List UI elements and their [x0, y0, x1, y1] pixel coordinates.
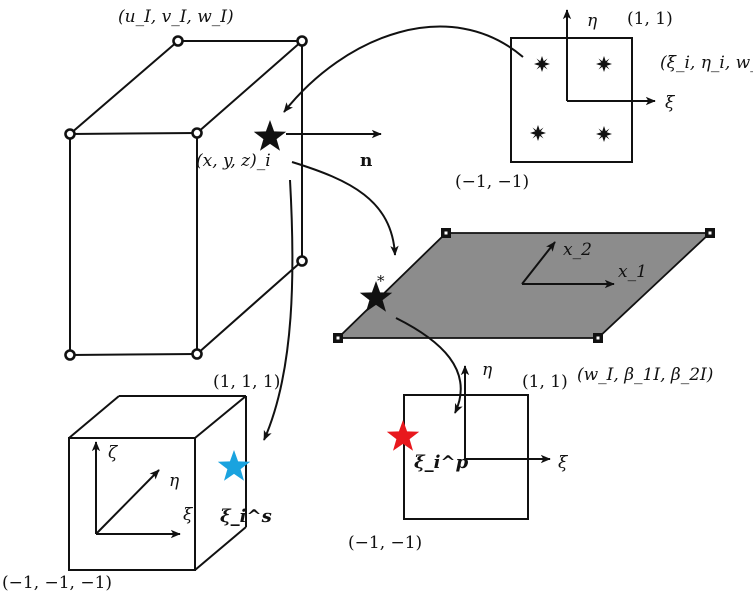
gauss-xi-label: ξ [665, 93, 676, 113]
normal-label: n [360, 151, 372, 171]
solid-node-marker [191, 348, 203, 360]
solid-edge [196, 260, 303, 355]
solid-to-plate-arrow [291, 161, 399, 256]
solid-node-marker [64, 349, 76, 361]
gauss-minus-label: (−1, −1) [455, 172, 529, 192]
param-one-label: (1, 1) [522, 372, 568, 392]
gauss-weights-label: (ξ_i, η_i, w_i) [660, 53, 753, 73]
integration-point-star-icon [253, 120, 287, 151]
solid-node-marker [296, 255, 308, 267]
blue-star-icon [217, 450, 251, 481]
param-point-label: ξ_i^p [414, 452, 469, 473]
cube-xi-label: ξ [183, 505, 194, 525]
reference-cube [68, 395, 247, 571]
cube-point-label: ξ_i^s [220, 506, 272, 527]
param-minus-label: (−1, −1) [348, 533, 422, 553]
cube-edge [194, 395, 247, 439]
parametric-square [403, 365, 551, 520]
top-node-label: (u_I, v_I, w_I) [118, 7, 234, 27]
gauss-point-starburst-icon [534, 56, 550, 72]
plate-point-star-icon [359, 281, 393, 312]
plate-x2-axis [521, 241, 556, 285]
solid-edge [196, 40, 303, 134]
cube-minus-label: (−1, −1, −1) [2, 573, 112, 593]
plate-x1-label: x_1 [618, 262, 647, 282]
param-xi-label: ξ [558, 453, 569, 473]
solid-edge [69, 40, 179, 135]
cube-zeta-label: ζ [108, 443, 119, 463]
plate-star-superscript: * [377, 272, 385, 290]
plate-to-param-arrow [395, 317, 463, 414]
param-eta-label: η [482, 360, 493, 380]
plate-x2-label: x_2 [563, 240, 592, 260]
gauss-to-solid-arrow [283, 25, 524, 113]
solid-element [64, 35, 308, 361]
cube-one-label: (1, 1, 1) [213, 372, 280, 392]
solid-node-marker [191, 127, 203, 139]
solid-to-cube-arrow [263, 179, 294, 441]
solid-node-marker [172, 35, 184, 47]
point-coordinates-label: (x, y, z)_i [196, 151, 271, 171]
gauss-point-starburst-icon [596, 126, 612, 142]
solid-edge [69, 353, 198, 356]
solid-node-marker [64, 128, 76, 140]
cube-edge [68, 395, 120, 439]
gauss-point-starburst-icon [530, 125, 546, 141]
cube-front-face [68, 437, 196, 571]
plate-node-label: (w_I, β_1I, β_2I) [577, 365, 713, 385]
plate-element [333, 228, 715, 343]
gauss-quadrature-square [510, 9, 656, 163]
cube-eta-axis [95, 469, 160, 535]
cube-edge [194, 526, 247, 571]
gauss-eta-label: η [587, 11, 598, 31]
gauss-one-label: (1, 1) [627, 9, 673, 29]
solid-edge [69, 132, 198, 135]
red-star-icon [386, 420, 420, 451]
solid-node-marker [296, 35, 308, 47]
gauss-point-starburst-icon [596, 56, 612, 72]
cube-eta-label: η [169, 471, 180, 491]
